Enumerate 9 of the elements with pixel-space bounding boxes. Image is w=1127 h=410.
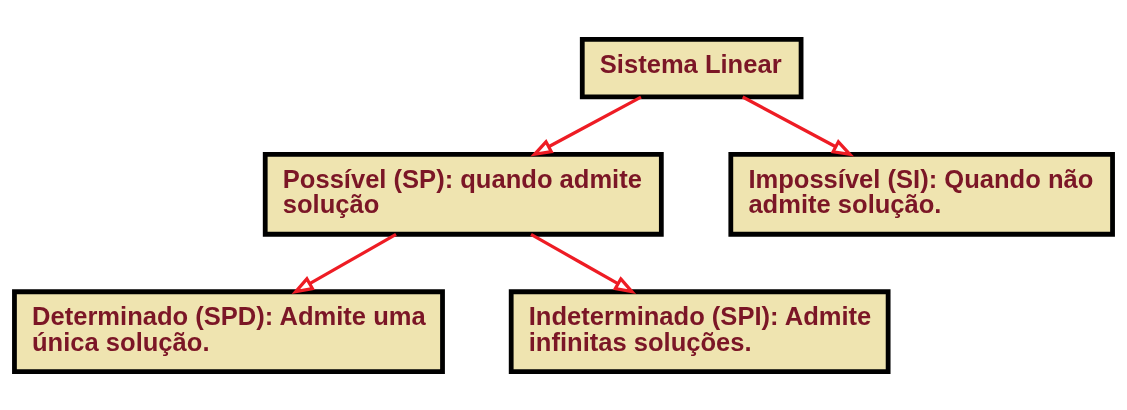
node-box: Determinado (SPD): Admite uma única solução. xyxy=(12,288,445,374)
arrow xyxy=(741,95,855,157)
arrow xyxy=(530,95,642,157)
node-box: Impossível (SI): Quando não admite solução. xyxy=(728,151,1115,237)
node-box: Possível (SP): quando admite solução xyxy=(262,151,664,237)
arrow xyxy=(530,232,637,294)
node-box: Indeterminado (SPI): Admite infinitas soluções. xyxy=(508,288,891,374)
node-box: Sistema Linear xyxy=(579,36,804,99)
arrow xyxy=(291,232,397,294)
